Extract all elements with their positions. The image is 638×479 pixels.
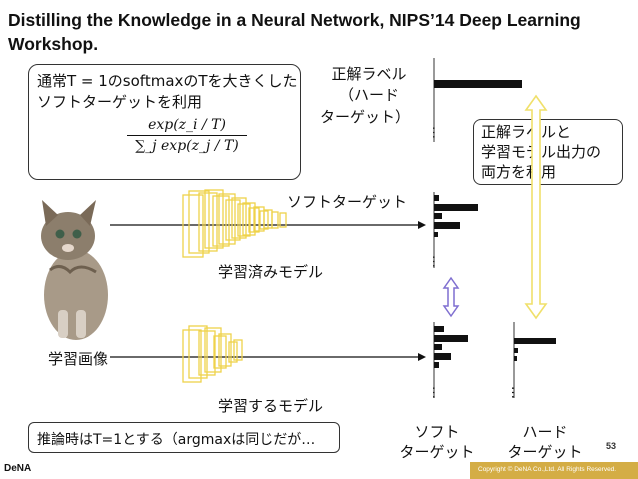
bottom-hard-line1: ハード bbox=[522, 423, 568, 441]
correct-label-line2: （ハード bbox=[338, 86, 399, 104]
softmax-note-line1: 通常T = 1のsoftmaxのTを大きくした bbox=[37, 72, 298, 90]
student-network bbox=[182, 325, 243, 383]
correct-label-line3: ターゲット） bbox=[319, 108, 410, 126]
hard-comparison-arrow bbox=[524, 94, 548, 320]
footer-bar bbox=[470, 462, 638, 479]
softmax-note-line2: ソフトターゲットを利用 bbox=[37, 93, 203, 111]
trained-model-label: 学習済みモデル bbox=[218, 263, 324, 281]
bottom-hard-line2: ターゲット bbox=[507, 443, 583, 461]
training-image-label: 学習画像 bbox=[48, 350, 109, 368]
both-line2: 学習モデル出力の bbox=[481, 143, 602, 161]
soft-comparison-arrow bbox=[442, 276, 460, 318]
formula-numerator: exp(z_i / T) bbox=[148, 117, 226, 133]
page-number: 53 bbox=[606, 441, 617, 451]
student-soft-bars bbox=[434, 326, 468, 368]
softmax-formula: exp(z_i / T) ∑_j exp(z_j / T) bbox=[127, 117, 247, 154]
formula-denominator: ∑_j exp(z_j / T) bbox=[135, 138, 239, 154]
softmax-note-box: 通常T = 1のsoftmaxのTを大きくした ソフトターゲットを利用 exp(… bbox=[28, 64, 301, 180]
teacher-soft-bars bbox=[434, 195, 478, 237]
slide-title: Distilling the Knowledge in a Neural Net… bbox=[8, 10, 581, 54]
inference-note-text: 推論時はT=1とする（argmaxは同じだが… bbox=[37, 432, 316, 448]
correct-label-line1: 正解ラベル bbox=[331, 65, 407, 83]
kitten-image bbox=[41, 200, 108, 340]
soft-target-label: ソフトターゲット bbox=[287, 193, 408, 211]
both-line1: 正解ラベルと bbox=[481, 123, 572, 141]
copyright-text: Copyright © DeNA Co.,Ltd. All Rights Res… bbox=[478, 466, 617, 473]
bottom-soft-line1: ソフト bbox=[414, 423, 460, 441]
teacher-network bbox=[182, 189, 287, 258]
student-model-label: 学習するモデル bbox=[218, 397, 324, 415]
inference-note-box: 推論時はT=1とする（argmaxは同じだが… bbox=[28, 422, 340, 453]
dena-logo: DeNA bbox=[4, 463, 32, 474]
bottom-soft-line2: ターゲット bbox=[399, 443, 475, 461]
student-hard-bars bbox=[514, 338, 556, 361]
correct-label-bar bbox=[434, 80, 522, 88]
